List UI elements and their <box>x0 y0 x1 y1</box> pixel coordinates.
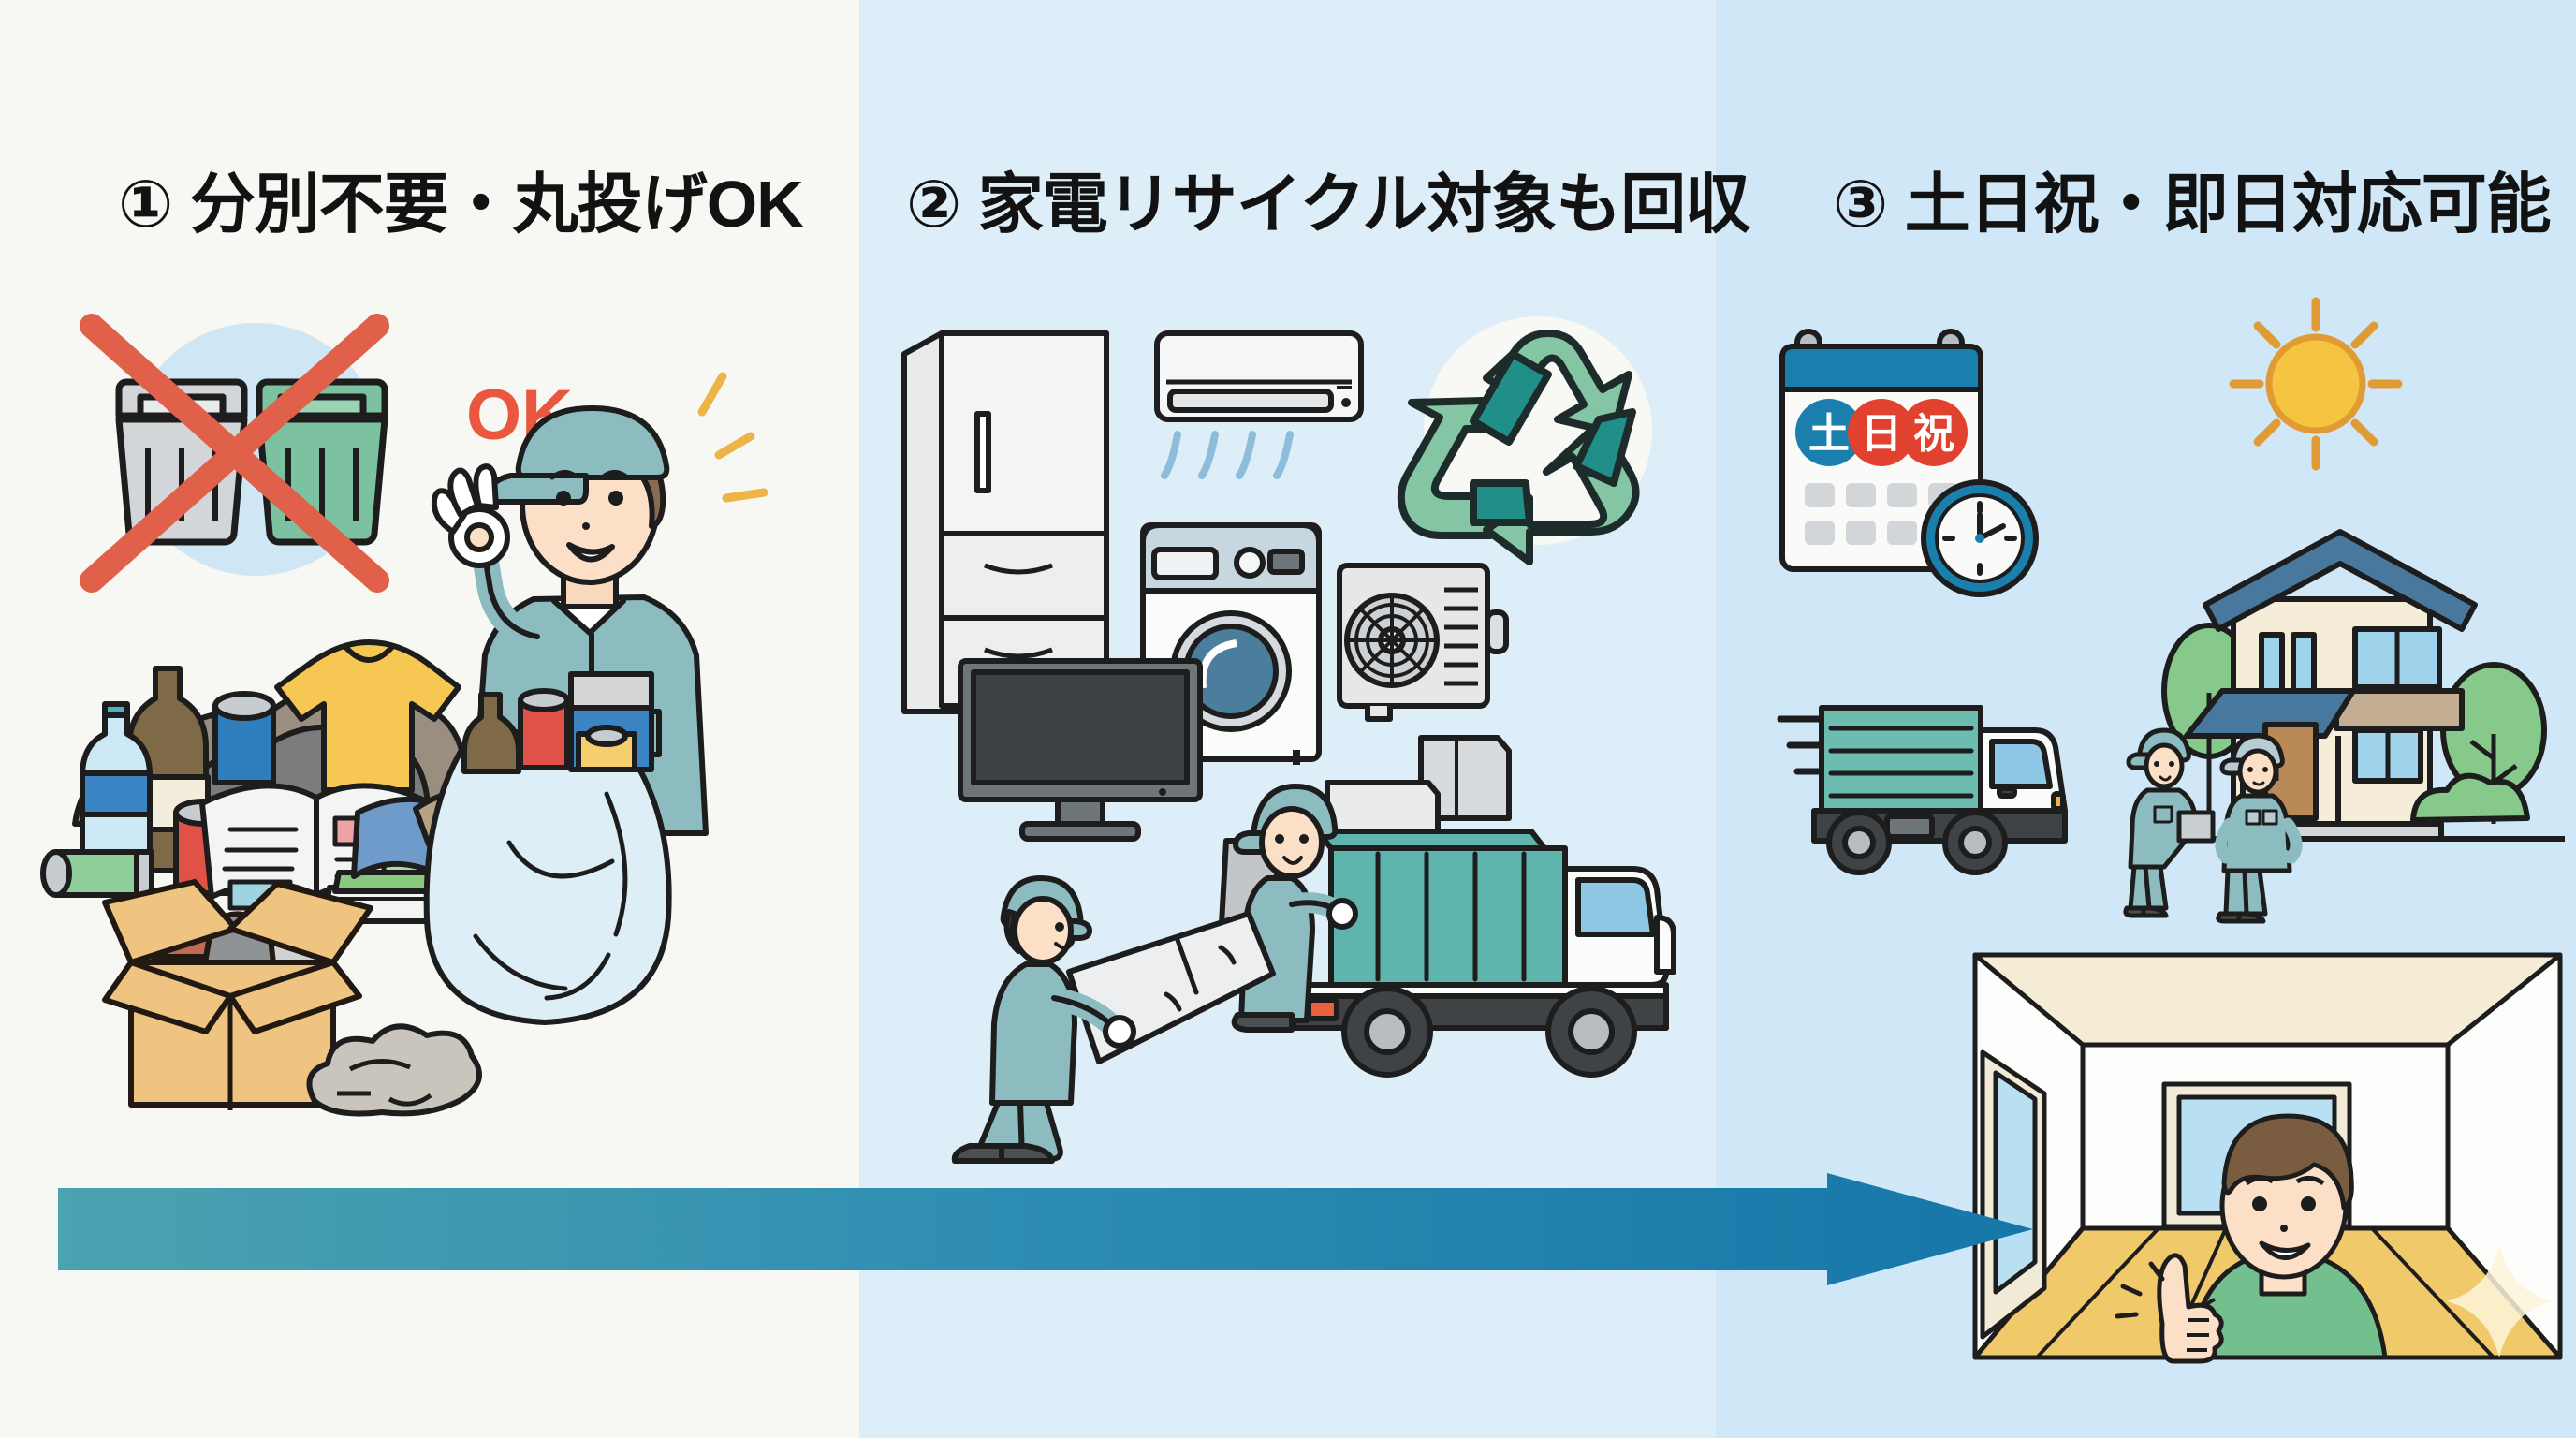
cardboard-box <box>92 871 410 1142</box>
progress-arrow <box>58 1173 2033 1285</box>
calendar-day-sun: 日 <box>1861 411 1902 457</box>
panel-2-title: ② 家電リサイクル対象も回収 <box>906 168 1750 241</box>
clock <box>1919 477 2041 599</box>
crossed-out-trash-bins <box>73 309 438 618</box>
outdoor-ac-unit <box>1334 560 1512 742</box>
clean-empty-room <box>1972 952 2563 1364</box>
two-staff-members <box>2123 712 2314 936</box>
garbage-truck-loading <box>945 730 1694 1164</box>
panel-3-title: ③ 土日祝・即日対応可能 <box>1833 168 2552 241</box>
calendar-day-sat: 土 <box>1808 411 1850 457</box>
calendar-day-holiday: 祝 <box>1913 411 1954 457</box>
television <box>955 655 1208 843</box>
delivery-truck <box>1777 676 2170 910</box>
sun-icon <box>2222 290 2409 477</box>
large-trash-bag <box>423 655 732 1049</box>
air-conditioner <box>1151 328 1367 515</box>
worker-ok-gesture <box>421 365 814 852</box>
recycle-symbol <box>1397 309 1674 565</box>
house <box>2161 524 2565 899</box>
refrigerator <box>899 328 1114 730</box>
panel-1-title: ① 分別不要・丸投げOK <box>118 168 804 241</box>
cloth-pile <box>298 1015 485 1127</box>
